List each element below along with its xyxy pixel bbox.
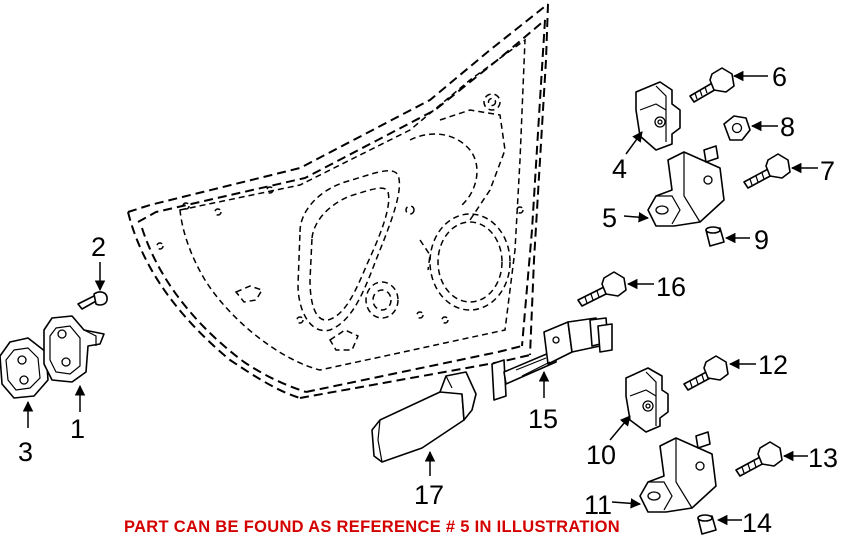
- callout-11: 11: [584, 490, 612, 520]
- part-1-striker: [43, 315, 105, 383]
- callout-6: 6: [772, 62, 787, 92]
- callout-17: 17: [414, 480, 444, 510]
- part-15-check-strap: [491, 317, 613, 401]
- part-10-hinge: [625, 367, 669, 433]
- leader-lines: [22, 70, 818, 526]
- callout-14: 14: [742, 508, 772, 538]
- callout-5: 5: [602, 203, 617, 233]
- part-4-hinge: [635, 81, 681, 151]
- callout-8: 8: [780, 112, 795, 142]
- callout-2: 2: [91, 232, 106, 262]
- leader-11: [611, 498, 642, 509]
- leader-4: [625, 131, 643, 155]
- part-2-screw: [77, 291, 108, 310]
- callout-1: 1: [70, 414, 85, 444]
- part-12-bolt: [683, 355, 729, 391]
- callout-7: 7: [820, 156, 835, 186]
- part-13-bolt: [735, 441, 783, 477]
- part-3-pad: [0, 337, 49, 399]
- part-5-hinge: [647, 145, 725, 227]
- callout-labels: 1 2 3 4 5 6 7 8 9 10 11 12 13 14 15 16 1…: [18, 62, 838, 538]
- part-7-bolt: [743, 153, 791, 189]
- callout-3: 3: [18, 437, 33, 467]
- part-6-bolt: [689, 67, 735, 103]
- reference-note: PART CAN BE FOUND AS REFERENCE # 5 IN IL…: [124, 518, 620, 536]
- part-9-bushing: [705, 226, 725, 247]
- callout-15: 15: [528, 404, 558, 434]
- leader-5: [623, 211, 650, 223]
- part-14-bushing: [697, 514, 717, 535]
- callout-4: 4: [612, 154, 627, 184]
- callout-10: 10: [586, 440, 616, 470]
- part-17-cover: [371, 371, 477, 463]
- part-16-bolt: [577, 271, 627, 307]
- leader-10: [609, 415, 631, 441]
- callout-12: 12: [758, 350, 788, 380]
- callout-16: 16: [656, 272, 686, 302]
- door-shell: [127, 3, 549, 399]
- callout-9: 9: [754, 225, 769, 255]
- part-11-hinge: [639, 431, 717, 513]
- callout-13: 13: [808, 443, 838, 473]
- part-8-nut: [723, 115, 751, 141]
